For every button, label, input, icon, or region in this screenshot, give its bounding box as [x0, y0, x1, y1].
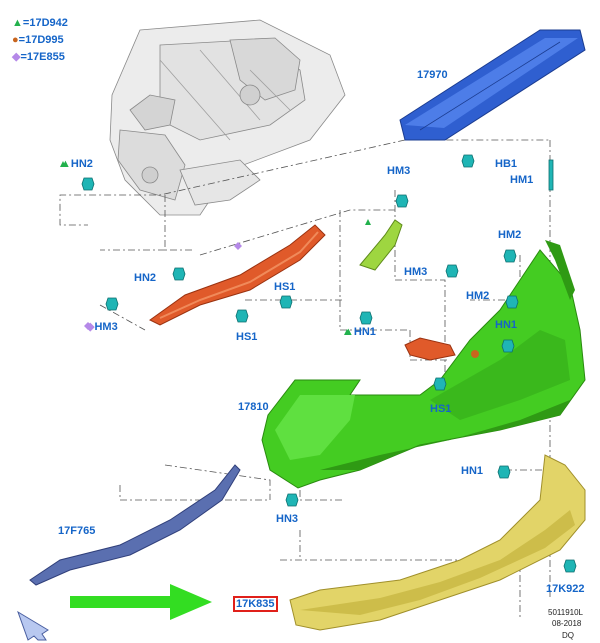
part-17f765-trim: [29, 464, 241, 586]
triangle-icon: ▲: [343, 326, 354, 338]
fastener-label-hs1-mid[interactable]: HS1: [274, 281, 296, 293]
fastener-label-hm2-top[interactable]: HM2: [498, 229, 522, 241]
fastener-label-hn1-mid[interactable]: ▲HN1: [343, 326, 376, 338]
fastener-label-hs1-right[interactable]: HS1: [430, 403, 452, 415]
fastener-label-hm1[interactable]: HM1: [510, 174, 534, 186]
diagram-date: 08-2018: [552, 619, 582, 628]
diamond-icon: ◆: [12, 51, 21, 63]
part-label-17k922[interactable]: 17K922: [546, 583, 585, 595]
part-label-17f765[interactable]: 17F765: [58, 525, 96, 537]
fastener-label-hm3-top[interactable]: HM3: [387, 165, 411, 177]
fastener-clips: [81, 154, 577, 573]
diamond-icon: ◆: [86, 321, 95, 333]
part-17810-bumper-cover: [261, 240, 586, 489]
triangle-marker-green-bracket: [365, 219, 371, 225]
legend-item-diamond: ◆=17E855: [12, 51, 65, 63]
bracket-left: [149, 224, 326, 326]
legend-item-circle: ●=17D995: [12, 34, 64, 46]
fastener-label-hn1-right[interactable]: HN1: [495, 319, 518, 331]
vehicle-body-outline: [109, 19, 346, 216]
part-label-17k835[interactable]: 17K835: [233, 596, 278, 612]
diagram-author-code: DQ: [562, 631, 574, 640]
legend-item-triangle: ▲=17D942: [12, 17, 68, 29]
fastener-label-hn3[interactable]: HN3: [276, 513, 299, 525]
circle-icon: ●: [12, 34, 19, 46]
fastener-code: HN2: [70, 158, 93, 170]
triangle-marker-hn2: [60, 161, 66, 167]
bracket-small-green: [359, 219, 403, 271]
triangle-icon: ▲: [60, 158, 71, 170]
fastener-label-hm2-mid[interactable]: HM2: [466, 290, 490, 302]
legend-code: 17E855: [26, 51, 65, 63]
part-label-17970[interactable]: 17970: [417, 69, 448, 81]
fastener-code: HM3: [94, 321, 118, 333]
legend-code: 17D942: [29, 17, 68, 29]
triangle-icon: ▲: [12, 17, 23, 29]
fastener-label-hs1-left[interactable]: HS1: [236, 331, 258, 343]
fastener-code: HN1: [353, 326, 376, 338]
fastener-label-hb1[interactable]: HB1: [495, 158, 518, 170]
part-label-17810[interactable]: 17810: [238, 401, 269, 413]
part-17k835-valance: [289, 454, 586, 631]
fastener-label-hn1-lower[interactable]: HN1: [461, 465, 484, 477]
fastener-label-hm3-left[interactable]: ◆HM3: [86, 321, 118, 333]
bracket-small-red: [404, 337, 456, 361]
circle-marker-red-bracket: [471, 350, 479, 358]
direction-arrow: [70, 584, 212, 620]
fastener-label-hn2[interactable]: HN2: [134, 272, 157, 284]
diagram-reference-number: 5011910L: [548, 608, 583, 617]
view-orientation-icon: [17, 610, 49, 641]
triangle-marker-hn1: [344, 329, 350, 335]
fastener-label-hm3-mid[interactable]: HM3: [404, 266, 428, 278]
fastener-label-hn2-top[interactable]: ▲HN2: [60, 158, 93, 170]
legend-code: 17D995: [25, 34, 64, 46]
diamond-marker-hm3: [84, 322, 92, 330]
diamond-marker-bracket: [234, 242, 242, 250]
part-17970-beam: [399, 29, 586, 141]
